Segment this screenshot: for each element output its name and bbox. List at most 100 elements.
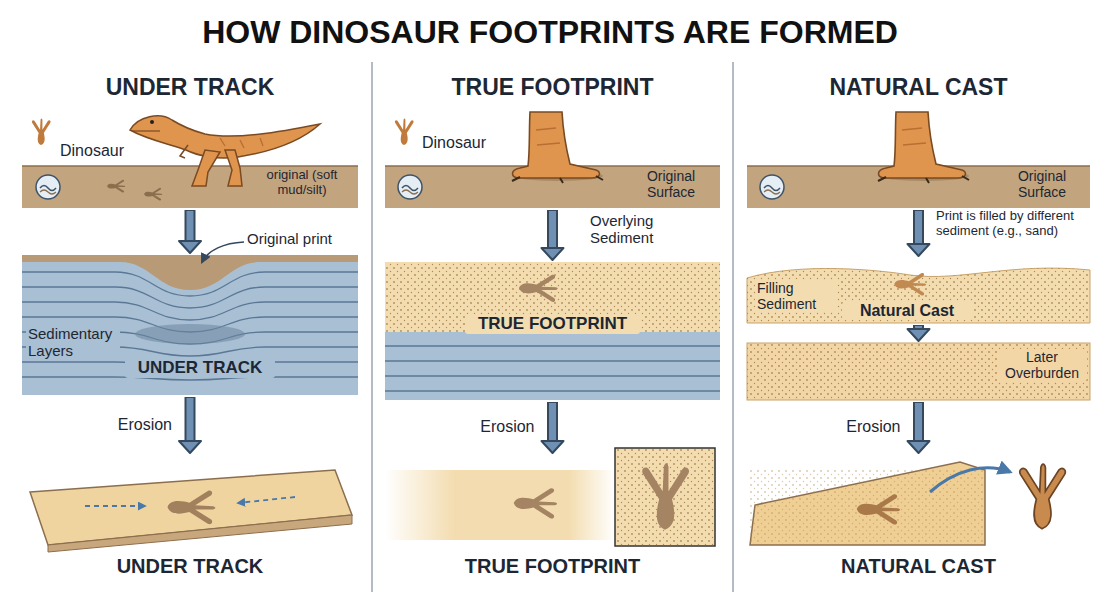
stage-panel: DinosaurOriginal Surface [385,112,720,208]
arrow-shaft [913,402,924,442]
column-divider [372,62,733,592]
panel-heading: UNDER TRACK [125,358,275,378]
eroded-slab [85,505,145,507]
stage-panel: TRUE FOOTPRINT [385,262,720,400]
strata-line [385,346,720,391]
stage-panel: Sedimentary LayersUNDER TRACK [22,255,358,395]
overlying-sediment [385,332,720,400]
sediment-layers [22,255,358,395]
process-arrow [179,397,201,453]
arrow-shaft [915,403,922,443]
column-heading: NATURAL CAST [747,74,1090,100]
stage-panel: Original Surface [747,112,1090,208]
ground-surface [22,165,358,167]
strata-line [22,272,358,296]
panel-heading: NATURAL CAST [747,555,1090,578]
arrow-shaft [187,211,194,243]
dinosaur [132,130,160,131]
eroded-slab [48,515,352,552]
process-arrow [908,402,930,453]
stage-panel: Dinosaur original (soft mud/silt) [22,112,358,208]
stage-panel: TRUE FOOTPRINT [385,455,720,580]
panel-heading: TRUE FOOTPRINT [465,314,640,334]
eroded-surface [642,463,689,530]
dinosaur [192,150,220,186]
arrow-head [908,329,930,341]
arrow-shaft [549,403,556,443]
panel-text: Sedimentary Layers [26,325,120,360]
callout-label: Print is filled by different sediment (e… [936,209,1088,239]
strata-line [385,390,720,391]
eroded-slab [750,462,985,545]
leader-line [202,242,244,262]
filling-sediment [747,268,1090,323]
later-overburden [747,343,1090,400]
later-overburden [747,343,1090,400]
arrow-shaft [549,211,556,250]
process-arrow [542,402,564,453]
panel-text: Later Overburden [997,349,1087,381]
arrow-head [542,441,564,453]
eroded-slab [30,470,352,552]
edge-label: Erosion [118,416,172,434]
strata-line [385,375,720,376]
water-icon [398,175,422,199]
dinosaur-leg [878,112,969,183]
eroded-slab [238,497,295,503]
sediment-layers [135,324,245,344]
eroded-slab [930,468,1010,492]
panel-heading: UNDER TRACK [22,555,358,578]
sediment-layers [22,255,358,395]
filling-sediment [747,268,1090,323]
eroded-slab [167,491,215,525]
panel-text: Dinosaur [58,142,138,160]
strata-line [385,360,720,361]
strata-line [22,272,358,380]
arrow-head [179,441,201,453]
arrow-head [542,248,564,260]
overlying-sediment [385,262,720,400]
strata-line [385,345,720,346]
arrow-shaft [547,210,558,249]
eroded-surface [514,488,557,518]
arrow-head [908,441,930,453]
dinosaur-leg [512,112,603,183]
column-divider [371,62,373,592]
eroded-slab [750,470,985,545]
footprint [519,275,558,302]
edge-label: Erosion [480,418,534,436]
panel-text: Dinosaur [420,134,500,152]
arrow-shaft [547,402,558,442]
dinosaur [220,138,263,148]
natural-cast [1020,464,1065,529]
ground-surface [22,166,358,208]
column-divider [732,62,734,592]
stage-panel: NATURAL CAST [747,455,1090,580]
arrow-head [908,244,930,256]
foot-icon [32,118,51,145]
eroded-slab [750,462,1065,545]
stage-panel: Later Overburden [747,343,1090,400]
process-arrow [542,210,564,260]
ground-surface [22,166,358,208]
arrow-shaft [915,211,922,246]
filling-sediment [747,268,1090,323]
eroded-slab [857,494,900,524]
strata-line [22,287,358,308]
panel-heading: Natural Cast [842,302,972,320]
process-arrow [179,210,201,253]
arrow-shaft [913,210,924,245]
panel-text: Original Surface [625,168,717,200]
panel-text: original (soft mud/silt) [248,168,356,198]
dinosaur [150,120,154,124]
small-footprint [107,180,125,193]
water-icon [760,175,784,199]
eroded-surface [615,448,715,546]
column-heading: UNDER TRACK [22,74,358,100]
callout-label: Original print [247,230,359,247]
foot-icon [395,118,414,145]
arrow-shaft [187,398,194,443]
later-overburden [747,343,1090,400]
panel-heading: TRUE FOOTPRINT [385,555,720,578]
natural-cast [894,273,926,295]
